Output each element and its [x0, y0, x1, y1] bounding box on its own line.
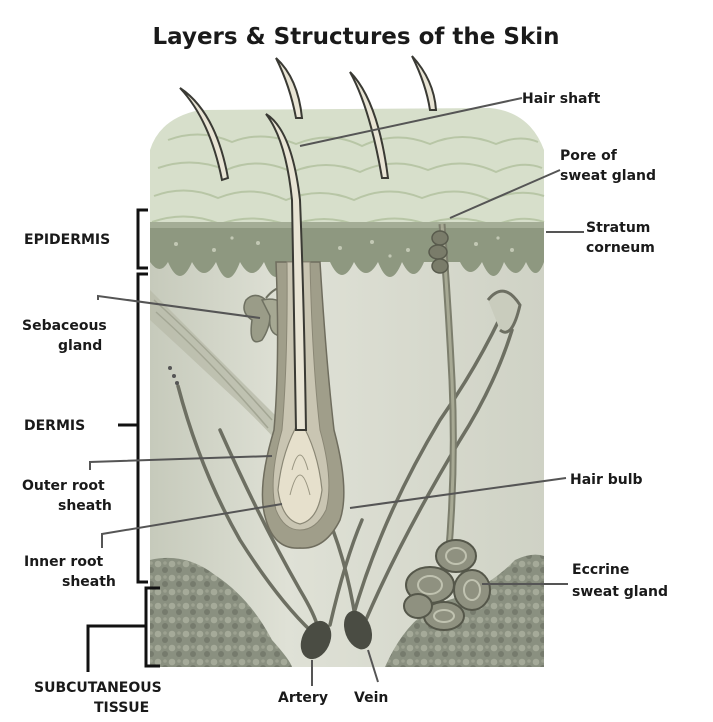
diagram-title: Layers & Structures of the Skin: [153, 24, 560, 50]
layer-brackets: [88, 210, 160, 672]
epidermis-bracket: [138, 210, 148, 268]
label-hair-bulb: Hair bulb: [570, 472, 643, 488]
label-stratum-line2: corneum: [586, 240, 655, 256]
label-outer-root-line2: sheath: [58, 498, 112, 514]
subcutaneous-pointer: [88, 626, 146, 672]
label-vein: Vein: [354, 690, 388, 706]
label-sebaceous-line1: Sebaceous: [22, 318, 107, 334]
label-outer-root-line1: Outer root: [22, 478, 105, 494]
label-inner-root-line2: sheath: [62, 574, 116, 590]
label-inner-root-line1: Inner root: [24, 554, 104, 570]
label-eccrine-line1: Eccrine: [572, 562, 629, 578]
label-sebaceous-line2: gland: [58, 338, 102, 354]
label-pore-line1: Pore of: [560, 148, 618, 164]
label-eccrine-line2: sweat gland: [572, 584, 668, 600]
dermis-bracket: [138, 274, 148, 582]
label-subcutaneous-line1: SUBCUTANEOUS: [34, 680, 162, 696]
label-hair-shaft: Hair shaft: [522, 91, 601, 107]
skin-block: [150, 56, 544, 667]
label-artery: Artery: [278, 690, 328, 706]
label-pore-line2: sweat gland: [560, 168, 656, 184]
label-epidermis: EPIDERMIS: [24, 232, 110, 248]
label-subcutaneous-line2: TISSUE: [94, 700, 149, 716]
label-stratum-line1: Stratum: [586, 220, 650, 236]
label-dermis: DERMIS: [24, 418, 85, 434]
